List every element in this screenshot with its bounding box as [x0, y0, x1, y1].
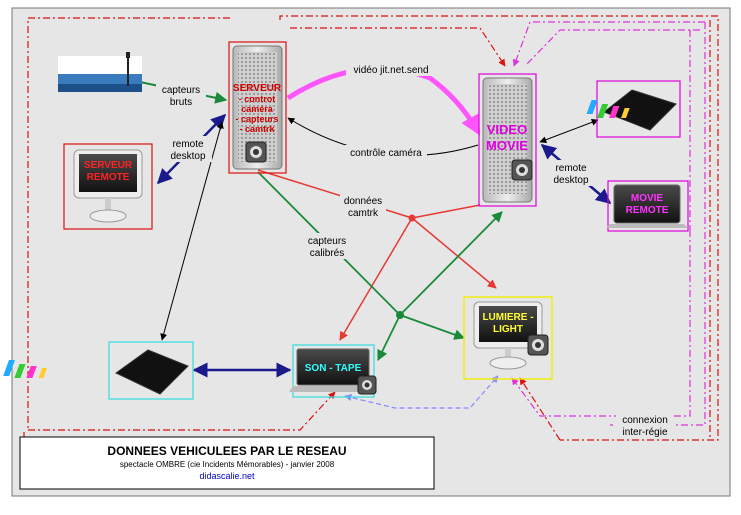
svg-text:- capteurs: - capteurs: [235, 114, 278, 124]
label-capteurs-bruts: capteurs bruts: [156, 82, 206, 108]
svg-text:LIGHT: LIGHT: [493, 324, 523, 335]
svg-text:camtrk: camtrk: [348, 208, 379, 219]
node-video-movie: VIDEO MOVIE: [478, 73, 537, 207]
svg-text:LUMIERE -: LUMIERE -: [482, 312, 533, 323]
svg-text:REMOTE: REMOTE: [87, 172, 130, 183]
svg-text:bruts: bruts: [170, 97, 192, 108]
link-video-controller-right: [539, 118, 599, 144]
label-connexion-inter-regie: connexion inter-régie: [616, 412, 674, 438]
svg-text:inter-régie: inter-régie: [622, 427, 667, 438]
svg-text:- camtrk: - camtrk: [239, 124, 275, 134]
label-remote-desktop-left: remote desktop: [164, 136, 212, 162]
label-video-jit: vidéo jit.net.send: [346, 62, 436, 76]
node-serveur: SERVEUR - controt caméra - capteurs - ca…: [228, 41, 287, 174]
svg-text:vidéo jit.net.send: vidéo jit.net.send: [353, 65, 428, 76]
svg-text:- controt: - controt: [239, 94, 276, 104]
svg-text:desktop: desktop: [170, 151, 205, 162]
svg-text:connexion: connexion: [622, 415, 668, 426]
node-controller-left: [3, 341, 194, 400]
label-controle-camera: contrôle caméra: [345, 145, 427, 159]
max-msp-icon: [245, 141, 267, 163]
capteurs-image: [58, 52, 142, 92]
svg-text:données: données: [344, 196, 382, 207]
svg-text:MOVIE: MOVIE: [631, 193, 664, 204]
node-movie-remote: MOVIE REMOTE: [606, 180, 689, 232]
svg-text:REMOTE: REMOTE: [626, 205, 669, 216]
caption-box: DONNEES VEHICULEES PAR LE RESEAU spectac…: [19, 436, 435, 490]
connexion-inter-regie-links: [23, 15, 719, 441]
node-controller-right: [586, 80, 681, 138]
link-donnees-camtrk: [257, 169, 413, 219]
label-donnees-camtrk: données camtrk: [340, 193, 386, 219]
svg-text:caméra: caméra: [241, 104, 274, 114]
node-serveur-remote: SERVEUR REMOTE: [63, 143, 153, 230]
svg-text:SERVEUR: SERVEUR: [84, 160, 133, 171]
caption-subtitle: spectacle OMBRE (cie Incidents Mémorable…: [120, 460, 335, 469]
caption-title: DONNEES VEHICULEES PAR LE RESEAU: [107, 444, 346, 458]
svg-text:capteurs: capteurs: [308, 236, 346, 247]
node-son-tape: SON - TAPE: [289, 344, 377, 398]
svg-text:remote: remote: [555, 163, 587, 174]
svg-text:contrôle caméra: contrôle caméra: [350, 148, 422, 159]
svg-text:remote: remote: [172, 139, 204, 150]
svg-text:calibrés: calibrés: [310, 248, 344, 259]
svg-text:MOVIE: MOVIE: [486, 138, 528, 153]
svg-text:capteurs: capteurs: [162, 85, 200, 96]
label-capteurs-calibres: capteurs calibrés: [302, 233, 352, 259]
node-lumiere-light: LUMIERE - LIGHT: [463, 296, 553, 380]
max-msp-icon: [357, 375, 377, 395]
svg-text:VIDEO: VIDEO: [487, 122, 527, 137]
label-remote-desktop-right: remote desktop: [548, 160, 594, 186]
svg-text:desktop: desktop: [553, 175, 588, 186]
svg-text:SON - TAPE: SON - TAPE: [305, 363, 362, 374]
caption-site: didascalie.net: [199, 471, 255, 481]
serveur-title: SERVEUR: [233, 83, 282, 94]
max-msp-icon: [511, 159, 533, 181]
max-msp-icon: [527, 334, 549, 356]
